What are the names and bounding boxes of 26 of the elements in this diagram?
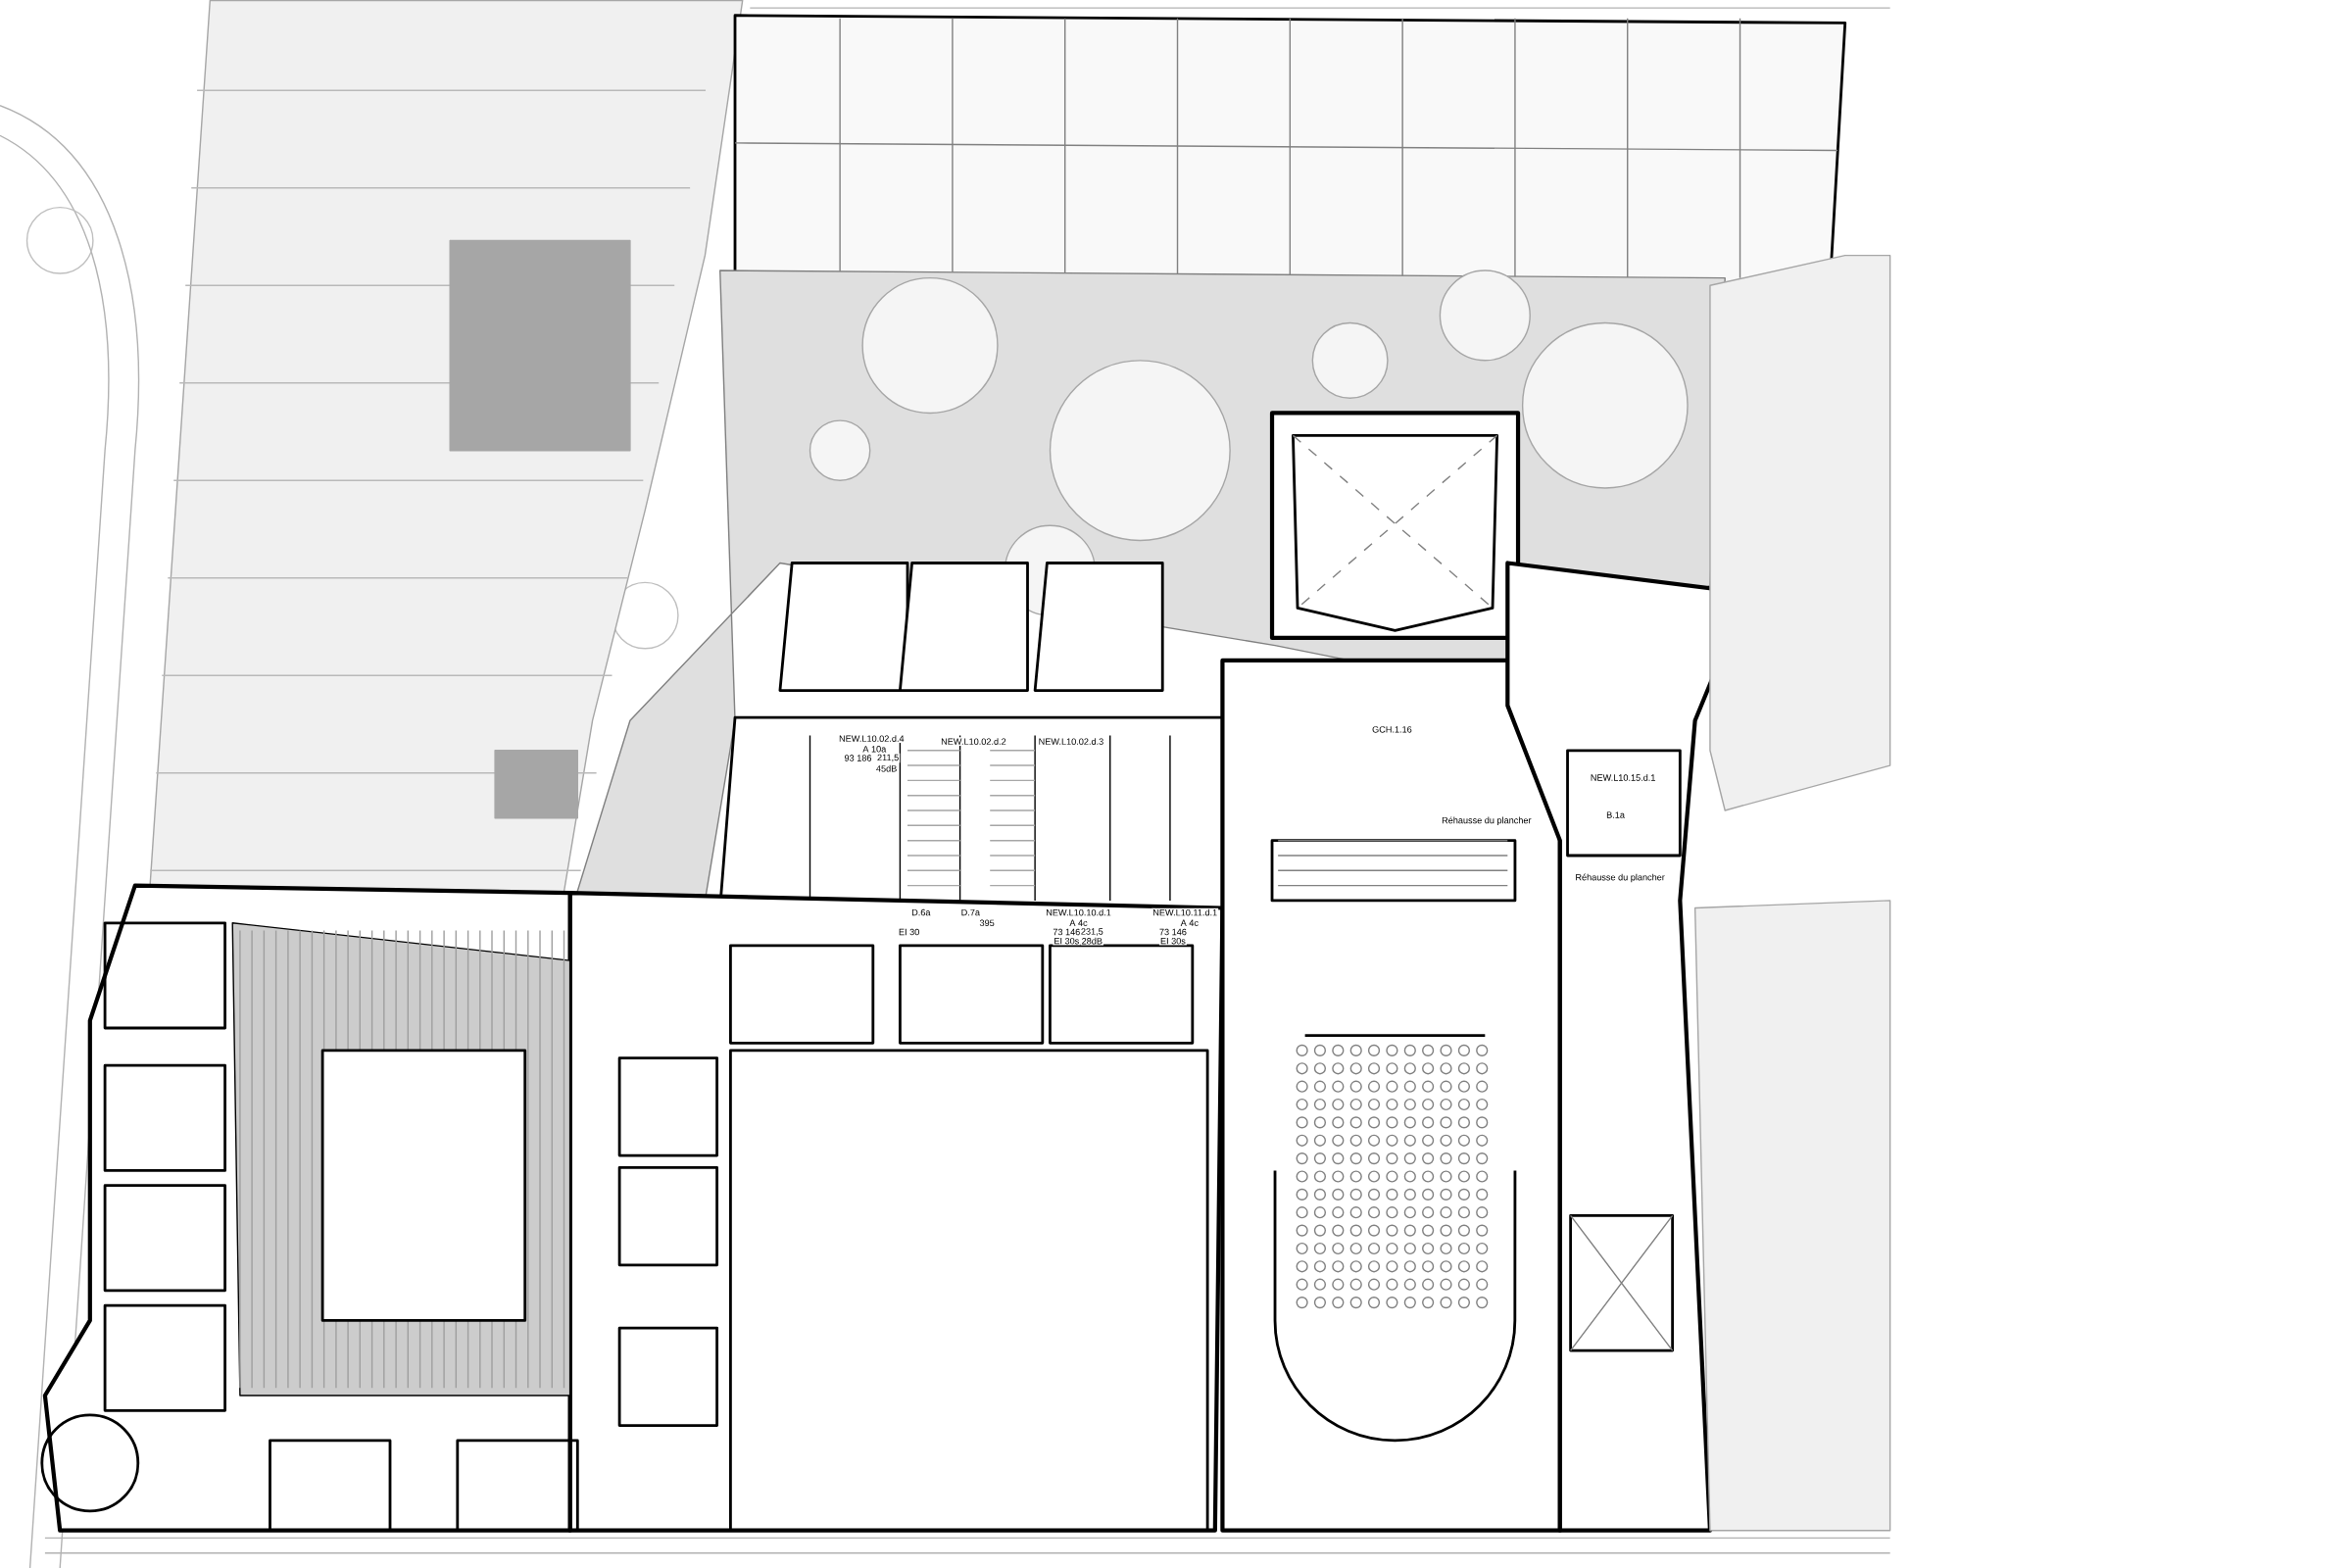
room-label: NEW.L10.02.d.2	[940, 737, 1007, 746]
room-label: 73 146	[1052, 927, 1082, 937]
room-label: B.1a	[1605, 810, 1626, 819]
room-label: A 10a	[861, 745, 888, 754]
room-label: 28dB	[1080, 936, 1104, 946]
room-label: NEW.L10.10.d.1	[1045, 907, 1112, 917]
room-label: D.6a	[910, 907, 932, 917]
room-label: NEW.L10.02.d.3	[1037, 737, 1105, 746]
room-label: 45dB	[874, 763, 899, 773]
room-label: D.7a	[959, 907, 982, 917]
room-label: Réhausse du plancher	[1574, 872, 1666, 884]
room-label: 395	[978, 918, 996, 928]
room-label: NEW.L10.02.d.4	[838, 734, 906, 743]
room-label: A 4c	[1068, 918, 1089, 928]
room-label: NEW.L10.11.d.1	[1152, 907, 1219, 917]
room-label: 231,5	[1079, 927, 1104, 937]
room-label: 211,5	[875, 753, 901, 763]
room-label: Réhausse du plancher	[1441, 815, 1533, 827]
room-label: EI 30	[897, 927, 921, 937]
room-label: GCH.1.16	[1371, 725, 1413, 734]
room-label: EI 30s	[1053, 936, 1081, 946]
room-label: 93 186	[843, 754, 873, 762]
room-label: A 4c	[1179, 918, 1200, 928]
room-label: NEW.L10.15.d.1	[1589, 772, 1657, 782]
room-label: 73 146	[1157, 927, 1188, 937]
room-label: EI 30s	[1158, 936, 1187, 946]
